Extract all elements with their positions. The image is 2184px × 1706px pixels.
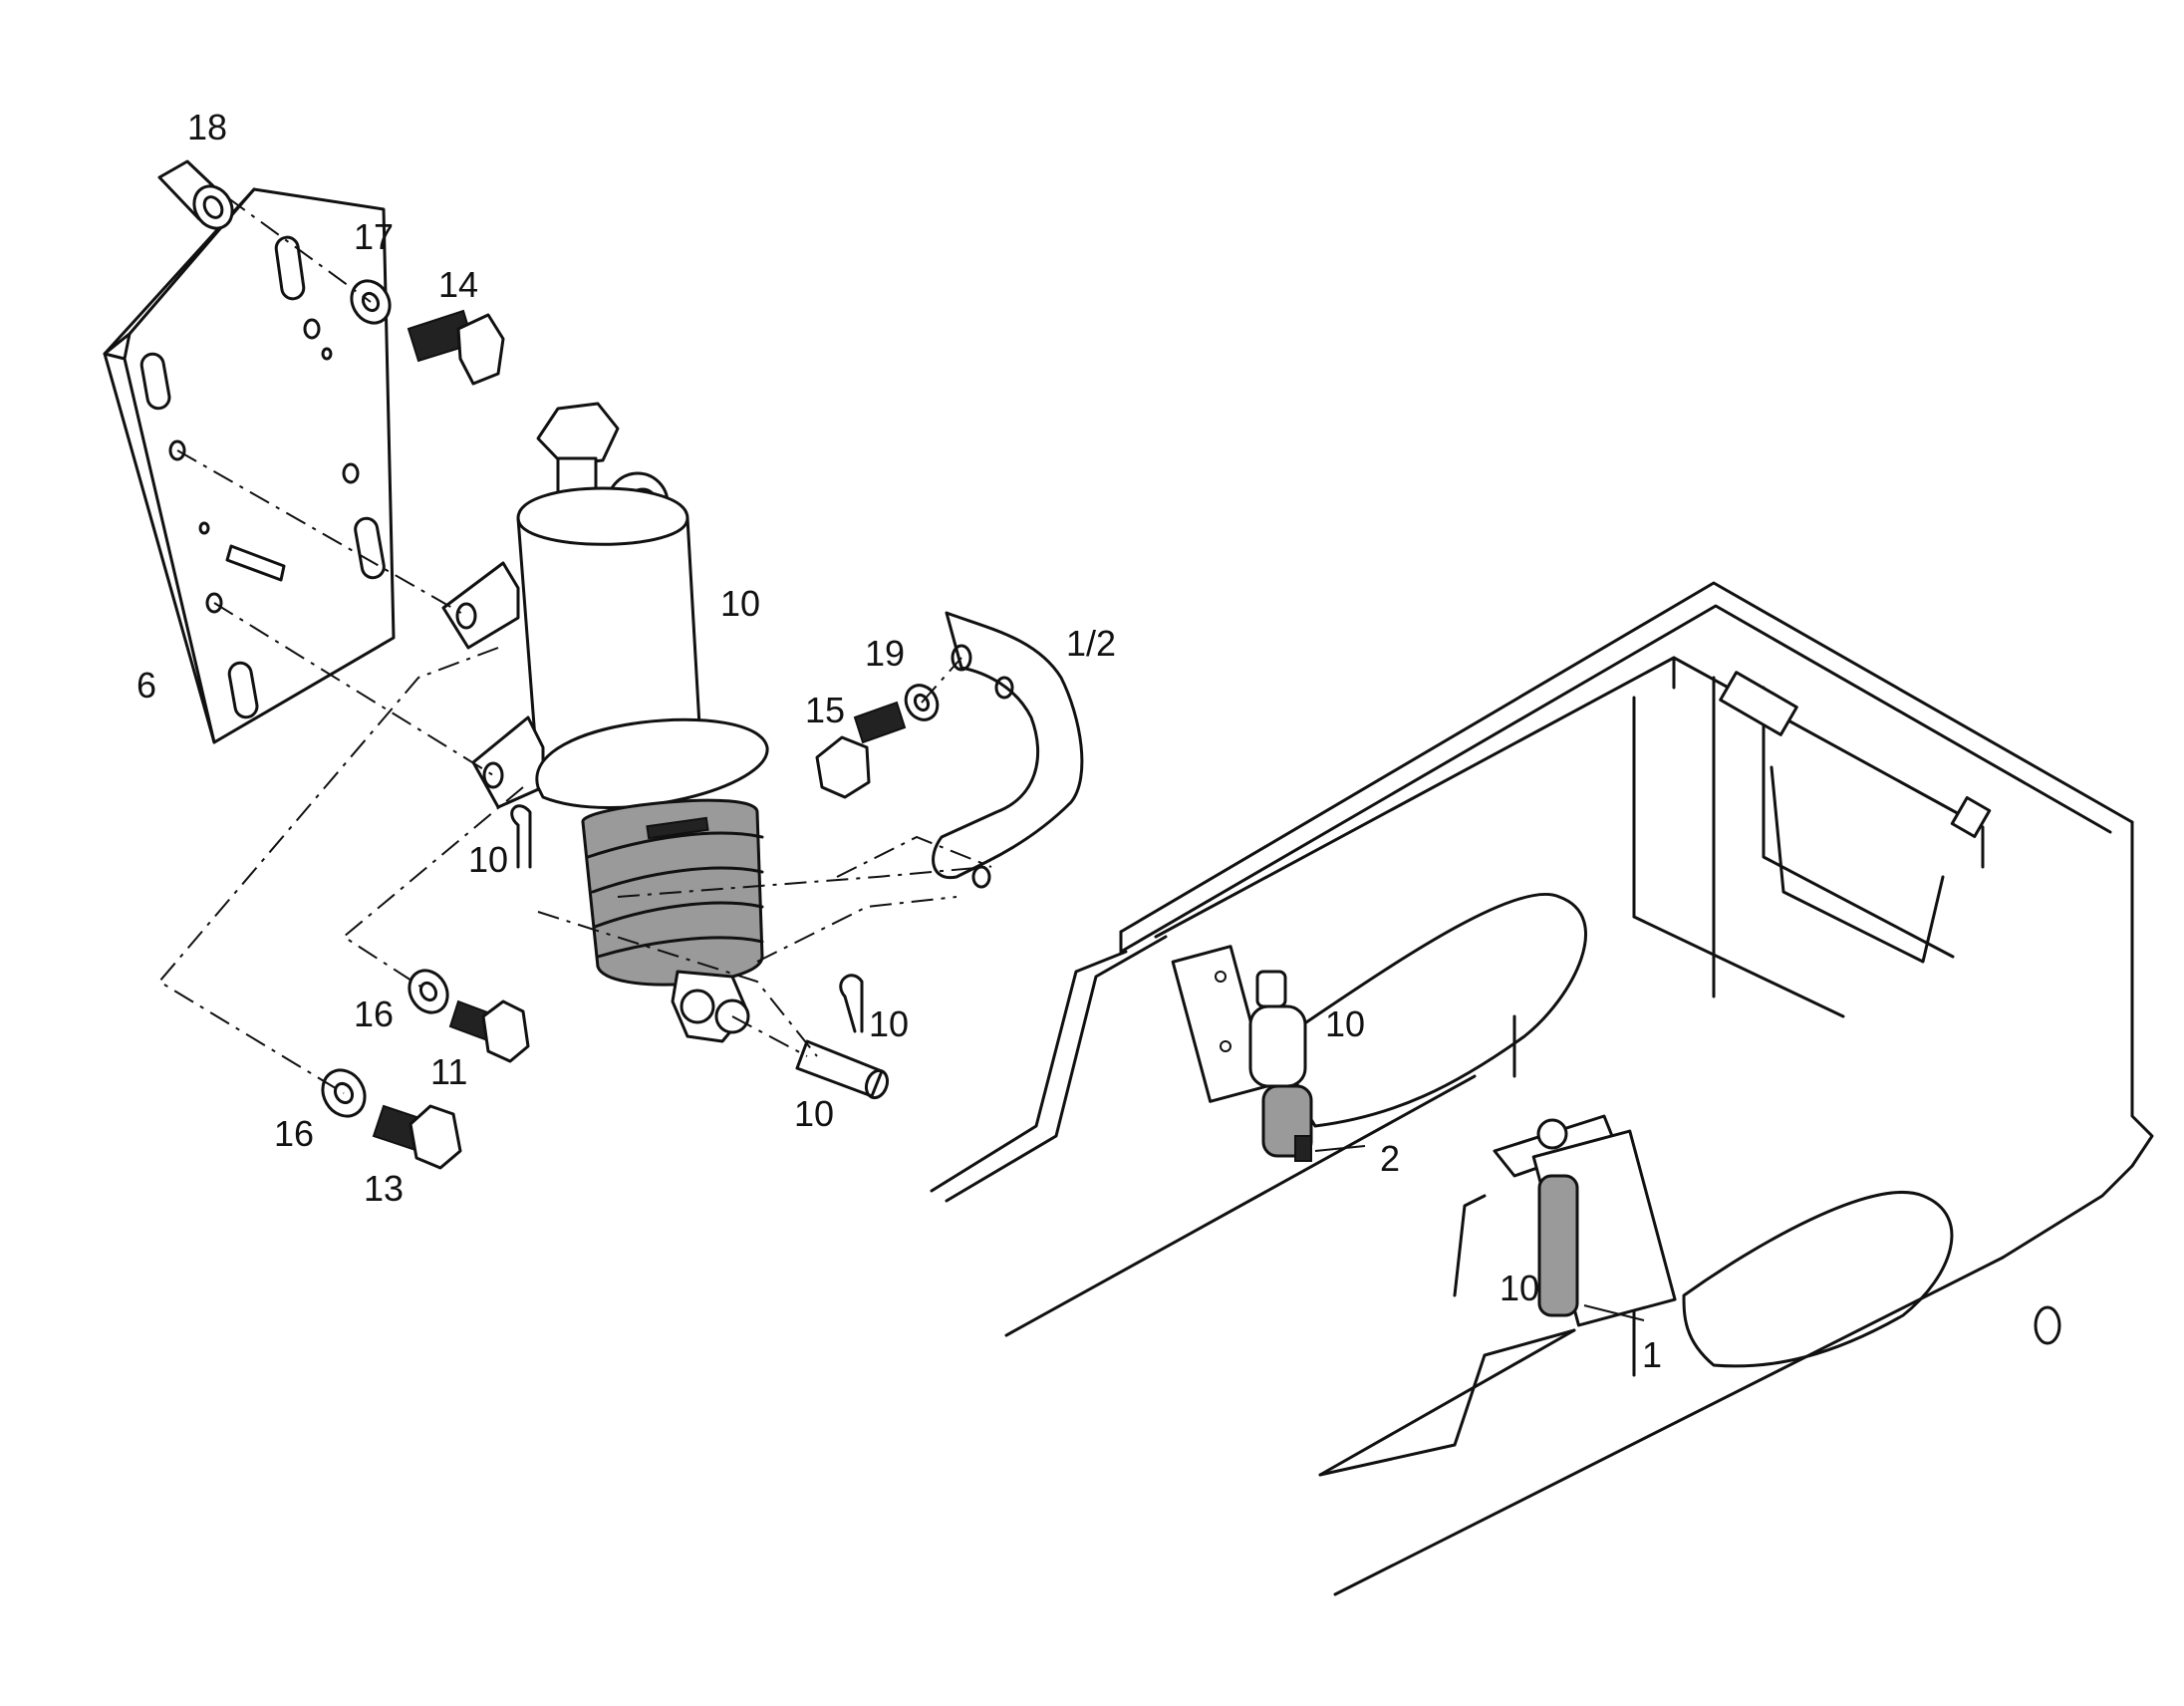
- cotter-pin-right: [839, 974, 864, 1033]
- bolt-13: [372, 1104, 462, 1170]
- washer-16-upper: [408, 969, 449, 1014]
- callout-10-frame-right: 10: [1500, 1268, 1539, 1308]
- callout-labels: 18 17 14 10 1/2 19 15 6 10 16 11 10 10 1…: [136, 107, 1662, 1375]
- cotter-pin-left: [510, 804, 532, 869]
- callout-6: 6: [136, 665, 156, 706]
- callout-10-pin-right: 10: [869, 1003, 909, 1044]
- callout-1: 1: [1642, 1334, 1662, 1375]
- bolt-14: [407, 309, 505, 386]
- callout-18: 18: [187, 107, 227, 147]
- callout-2: 2: [1380, 1138, 1400, 1179]
- callout-10-frame-mid: 10: [1325, 1003, 1365, 1044]
- callout-13: 13: [364, 1168, 404, 1209]
- leader-lines: [1314, 1145, 1645, 1321]
- bolt-15: [815, 701, 907, 799]
- callout-15: 15: [805, 690, 845, 730]
- callout-11: 11: [430, 1051, 467, 1092]
- callout-19: 19: [865, 633, 905, 674]
- callout-17: 17: [354, 216, 394, 257]
- bolt-11: [448, 999, 530, 1063]
- callout-10-clevis: 10: [794, 1093, 834, 1134]
- clevis-pin: [795, 1039, 890, 1100]
- installed-damper-mid: [1171, 945, 1313, 1162]
- callout-10-top: 10: [720, 583, 760, 624]
- chassis-frame: [930, 581, 2154, 1596]
- callout-1-2: 1/2: [1066, 623, 1116, 664]
- callout-16-lower: 16: [274, 1113, 314, 1154]
- shock-absorber: [441, 402, 769, 1043]
- installed-damper-right: [1493, 1114, 1677, 1327]
- callout-10-pin-left: 10: [468, 839, 508, 880]
- assembly-lines: [157, 196, 992, 1094]
- callout-14: 14: [438, 264, 478, 305]
- mounting-plate: [103, 187, 396, 744]
- strap-bracket: [932, 611, 1084, 889]
- callout-16-upper: 16: [354, 994, 394, 1034]
